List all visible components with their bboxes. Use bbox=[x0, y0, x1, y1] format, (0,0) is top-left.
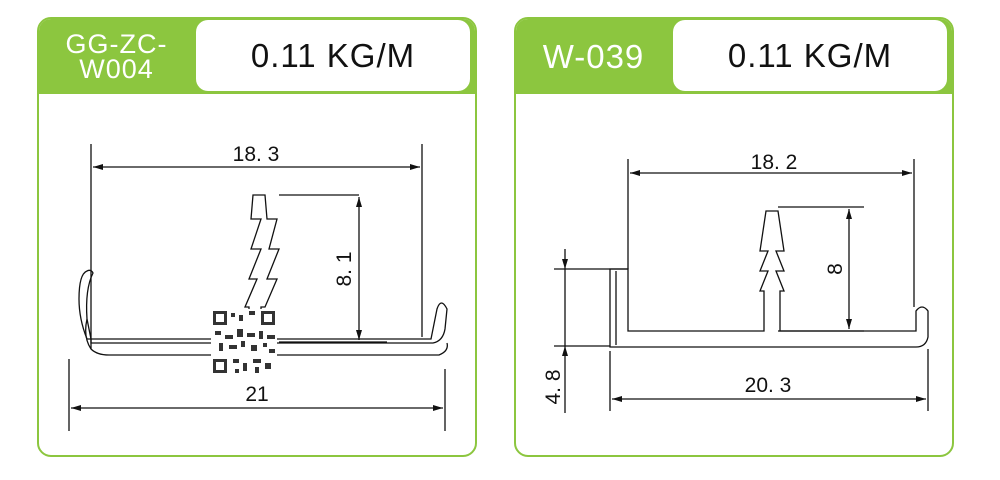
arrowhead bbox=[356, 197, 362, 207]
arrowhead bbox=[562, 346, 568, 356]
arrowhead bbox=[71, 405, 81, 411]
dimension-label-height: 8. 1 bbox=[333, 251, 356, 286]
product-card-gg-zc-w004: GG-ZC- W004 0.11 KG/M bbox=[37, 17, 477, 457]
arrowhead bbox=[902, 170, 912, 176]
qr-code-icon bbox=[211, 309, 277, 375]
product-card-w-039: W-039 0.11 KG/M bbox=[514, 17, 954, 457]
card-header: W-039 0.11 KG/M bbox=[516, 19, 952, 94]
arrowhead bbox=[612, 396, 622, 402]
product-code-line-1: W-039 bbox=[542, 38, 645, 75]
profile-drawing: 18. 2 8 4. 8 20. 3 bbox=[542, 151, 929, 413]
dimension-label-left-height: 4. 8 bbox=[542, 369, 565, 404]
product-code-line-2: W004 bbox=[79, 53, 154, 84]
dimension-label-top-width: 18. 2 bbox=[751, 151, 798, 174]
arrowhead bbox=[630, 170, 640, 176]
arrowhead bbox=[93, 164, 103, 170]
dimension-label-top-width: 18. 3 bbox=[233, 143, 280, 166]
profile-left-lip bbox=[78, 269, 94, 340]
card-header: GG-ZC- W004 0.11 KG/M bbox=[39, 19, 475, 94]
product-weight: 0.11 KG/M bbox=[196, 20, 470, 91]
product-code: GG-ZC- W004 bbox=[39, 19, 194, 94]
dimension-label-height: 8 bbox=[824, 263, 847, 275]
product-weight: 0.11 KG/M bbox=[673, 20, 947, 91]
arrowhead bbox=[356, 330, 362, 340]
product-code-line-1: GG-ZC- bbox=[65, 28, 168, 59]
profile-outline bbox=[609, 210, 929, 348]
arrowhead bbox=[916, 396, 926, 402]
profile-drawing: 18. 3 8. 1 21 bbox=[68, 143, 448, 431]
product-code: W-039 bbox=[516, 19, 671, 94]
arrowhead bbox=[846, 319, 852, 329]
arrowhead bbox=[562, 259, 568, 269]
profile-outline-bottom bbox=[85, 318, 448, 356]
dimension-label-bottom-width: 21 bbox=[245, 383, 268, 406]
profile-outline-base bbox=[90, 194, 448, 344]
arrowhead bbox=[410, 164, 420, 170]
dimension-label-bottom-width: 20. 3 bbox=[745, 374, 792, 397]
arrowhead bbox=[846, 209, 852, 219]
arrowhead bbox=[433, 405, 443, 411]
